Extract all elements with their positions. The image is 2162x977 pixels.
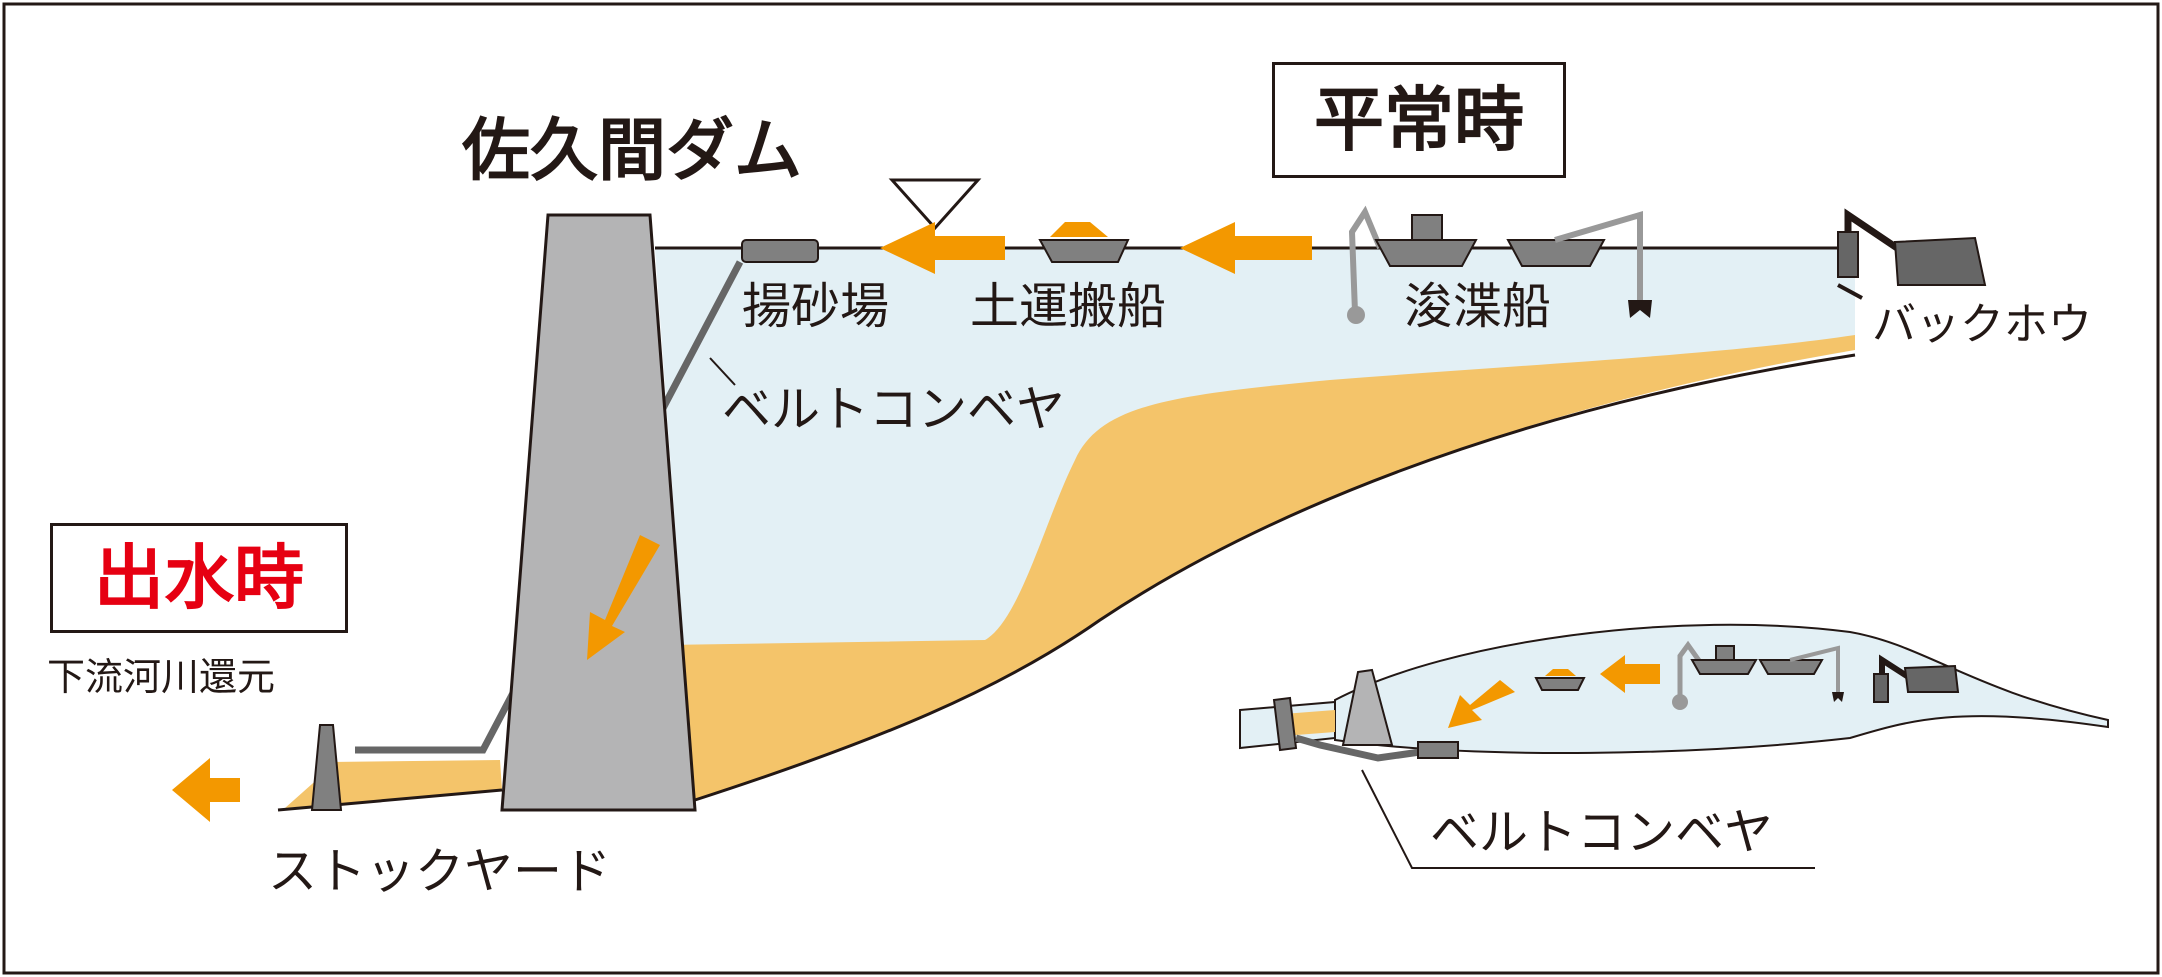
downstream-arrow: [172, 758, 240, 822]
inset-backhoe-arm: [1879, 654, 1912, 681]
dredger-ship-2: [1506, 239, 1606, 267]
inset-backhoe-body: [1873, 673, 1889, 703]
transport-ship-label: 土運搬船: [970, 278, 1167, 335]
inset-conveyor-leader: [1361, 769, 1815, 869]
inset-backhoe-bucket: [1903, 664, 1960, 693]
inset-dredger-bucket: [1672, 694, 1688, 710]
inset-dredger-ship-2: [1758, 659, 1824, 675]
riverbed-line: [694, 353, 1856, 802]
downstream-return-label: 下流河川還元: [47, 655, 276, 699]
flow-arrow-to-ship: [1180, 222, 1312, 274]
stock-yard-label: ストックヤード: [268, 843, 612, 900]
dam-body: [500, 213, 697, 812]
inset-dredger-arm: [1677, 640, 1703, 700]
inset-dredger-ship: [1690, 659, 1758, 675]
reservoir-sediment: [665, 335, 1855, 800]
backhoe-tracks: [1837, 283, 1863, 300]
dredger-label: 浚渫船: [1404, 278, 1552, 335]
dredger-cabin: [1411, 214, 1443, 241]
inset-belt-conveyor-label: ベルトコンベヤ: [1430, 804, 1774, 861]
dam-name-label: 佐久間ダム: [462, 112, 803, 191]
belt-conveyor-label: ベルトコンベヤ: [722, 381, 1066, 438]
backhoe-bucket: [1893, 236, 1987, 286]
backhoe-label: バックホウ: [1872, 299, 2092, 350]
inset-stock-wall: [1272, 696, 1298, 752]
inset-dam: [1341, 668, 1394, 746]
flood-time-box: 出水時: [50, 523, 348, 633]
inset-reservoir: [1334, 623, 2109, 754]
normal-time-box: 平常時: [1272, 62, 1566, 178]
flow-arrow-to-yard: [880, 222, 1005, 274]
flood-time-label: 出水時: [94, 537, 304, 619]
stock-yard-wall: [310, 724, 343, 811]
inset-belt-conveyor: [1295, 734, 1421, 762]
dredger-ship-1: [1374, 239, 1478, 267]
water-level-marker: [888, 178, 982, 231]
inset-sand-yard: [1417, 741, 1459, 759]
conveyor-leader-line: [709, 357, 736, 386]
backhoe-body: [1837, 231, 1859, 278]
inset-flow-arrow: [1600, 655, 1660, 693]
normal-time-label: 平常時: [1314, 79, 1524, 161]
inset-dredger-crane: [1789, 645, 1840, 692]
sand-yard-platform: [741, 239, 819, 263]
dredger-crane-2: [1554, 210, 1643, 300]
transport-ship-hull: [1038, 239, 1130, 263]
inset-outflow-sediment: [1283, 710, 1335, 736]
sand-yard-label: 揚砂場: [742, 278, 890, 335]
dredger-bucket: [1347, 306, 1365, 324]
inset-dredger-cabin: [1715, 645, 1735, 661]
dredger-crane-arm: [1348, 205, 1383, 313]
backhoe-arm: [1844, 208, 1902, 253]
inset-transport-cargo: [1545, 669, 1576, 676]
inset-flood-arrow: [1448, 680, 1515, 728]
inset-transport-ship: [1534, 677, 1586, 691]
inset-anchor: [1832, 692, 1844, 702]
transport-ship-cargo: [1050, 222, 1108, 237]
flood-arrow-through-dam: [587, 535, 660, 660]
dredger-anchor: [1628, 300, 1652, 318]
